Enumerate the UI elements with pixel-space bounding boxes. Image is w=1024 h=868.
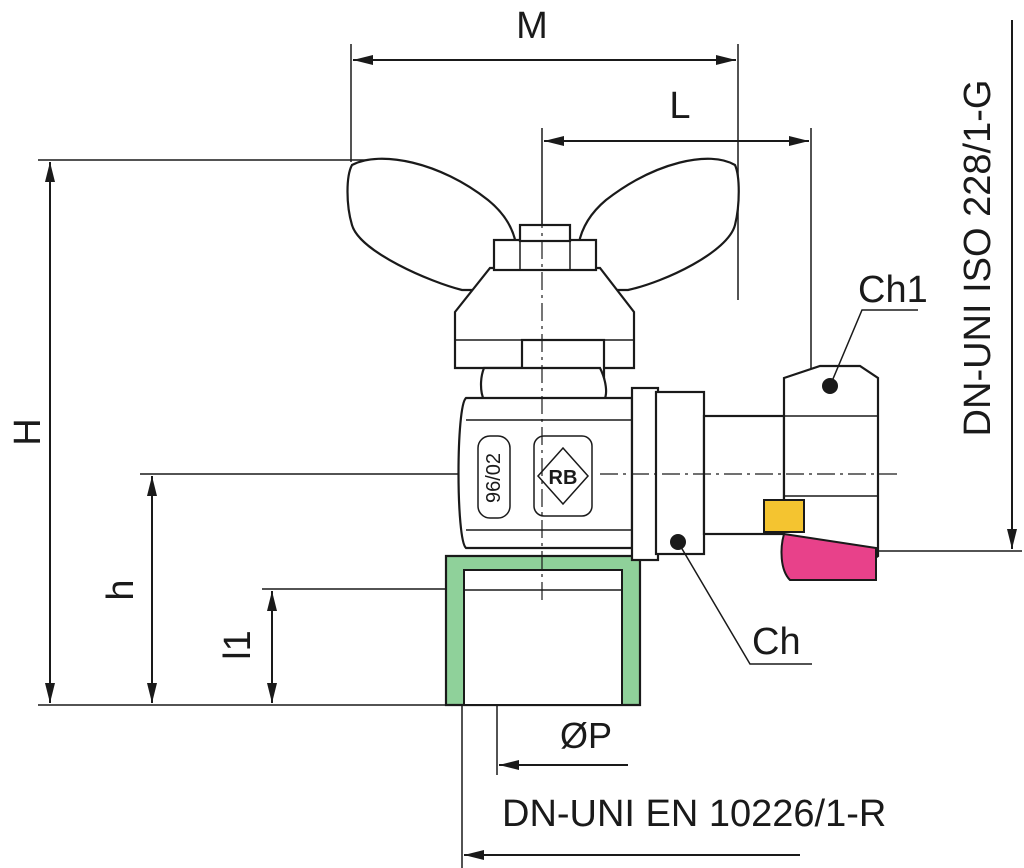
valve-body: 96/02 RB <box>457 366 634 550</box>
callout-ch-label: Ch <box>752 621 801 663</box>
standard-iso228: DN-UNI ISO 228/1-G <box>870 20 1022 552</box>
dimension-l: L <box>541 85 812 372</box>
standard-en10226-label: DN-UNI EN 10226/1-R <box>502 793 886 835</box>
dimension-h-total-label: H <box>7 418 49 445</box>
dimension-h-label: h <box>100 579 142 600</box>
dimension-l1-label: l1 <box>217 630 259 660</box>
standard-en10226: DN-UNI EN 10226/1-R <box>461 705 886 868</box>
callout-ch1-label: Ch1 <box>858 269 928 311</box>
female-thread-port <box>444 554 642 707</box>
dimension-m: M <box>350 5 739 300</box>
butterfly-handle <box>346 157 740 386</box>
standard-iso228-label: DN-UNI ISO 228/1-G <box>957 80 999 437</box>
dimension-m-label: M <box>516 5 548 47</box>
side-connection <box>630 364 880 581</box>
callout-ch1: Ch1 <box>829 269 928 387</box>
gasket-magenta <box>780 532 877 581</box>
gasket-yellow <box>763 499 805 533</box>
dimension-l1: l1 <box>217 588 462 703</box>
date-stamp: 96/02 <box>483 453 505 503</box>
dimension-l-label: L <box>669 85 690 127</box>
callout-ch: Ch <box>677 541 812 665</box>
dimension-h-total: H <box>7 159 445 706</box>
dimension-h: h <box>100 473 460 703</box>
logo-text: RB <box>549 467 578 489</box>
dimension-op-label: ØP <box>560 715 612 756</box>
rb-logo-icon: RB <box>533 435 593 517</box>
